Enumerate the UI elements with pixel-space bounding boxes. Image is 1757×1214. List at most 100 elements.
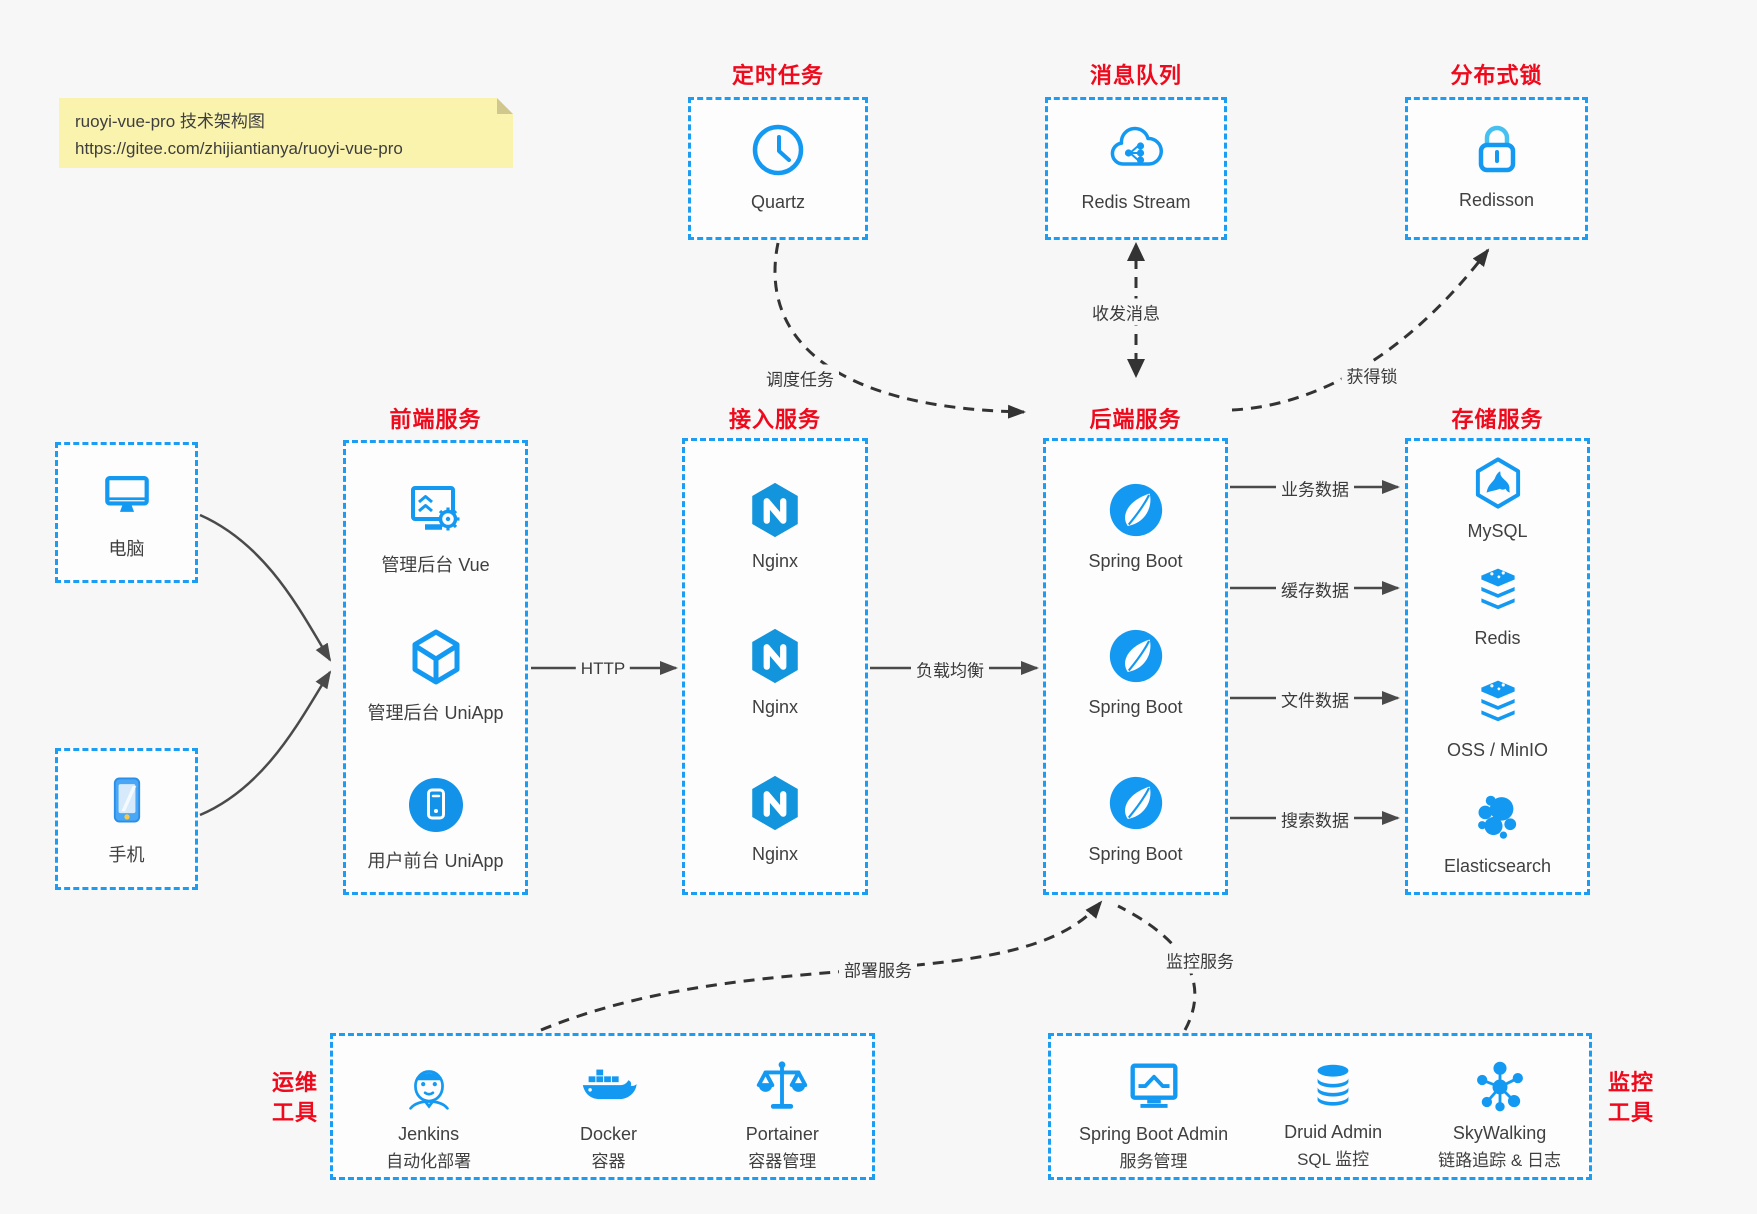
devops-item-docker: Docker 容器 xyxy=(577,1056,639,1172)
monitor-item-skywalking: SkyWalking 链路追踪 & 日志 xyxy=(1438,1057,1561,1171)
cube-icon xyxy=(404,625,468,689)
clock-icon xyxy=(746,118,810,182)
sticky-note: ruoyi-vue-pro 技术架构图 https://gitee.com/zh… xyxy=(59,98,513,168)
tool-desc: 链路追踪 & 日志 xyxy=(1438,1150,1561,1170)
node-label: 管理后台 UniApp xyxy=(367,703,504,723)
box-devops: Jenkins 自动化部署 Docker 容器 Portainer 容器管理 xyxy=(330,1033,875,1180)
box-lock: Redisson xyxy=(1405,97,1588,240)
box-gateway: Nginx Nginx Nginx xyxy=(682,438,868,895)
group-title-lock: 分布式锁 xyxy=(1450,63,1543,88)
edge-phone-frontend xyxy=(199,670,332,817)
box-backend: Spring Boot Spring Boot Spring Boot xyxy=(1043,438,1228,895)
mysql-dolphin-icon xyxy=(1470,455,1526,511)
node-label: Spring Boot xyxy=(1088,844,1183,864)
edge-label-search-data: 搜索数据 xyxy=(1276,805,1354,833)
tool-name: Spring Boot Admin xyxy=(1079,1123,1229,1144)
group-title-backend: 后端服务 xyxy=(1089,407,1182,432)
circle-phone-icon xyxy=(404,773,468,837)
admin-monitor-gear-icon xyxy=(404,477,468,541)
node-label: MySQL xyxy=(1467,521,1528,541)
edge-label-monitoring: 监控服务 xyxy=(1161,946,1239,974)
tool-desc: 服务管理 xyxy=(1119,1151,1188,1171)
es-cluster-icon xyxy=(1469,788,1527,846)
monitor-item-druid: Druid Admin SQL 监控 xyxy=(1284,1058,1382,1170)
box-frontend: 管理后台 Vue 管理后台 UniApp 用户前台 UniApp xyxy=(343,440,528,895)
tool-name: Druid Admin xyxy=(1284,1121,1383,1142)
edge-label-biz-data: 业务数据 xyxy=(1276,474,1354,502)
mobile-phone-icon xyxy=(97,769,157,831)
node-label: Redis xyxy=(1474,628,1521,648)
desktop-icon xyxy=(97,465,157,525)
edge-label-schedule: 调度任务 xyxy=(761,364,839,392)
box-pc: 电脑 xyxy=(55,442,198,583)
edge-pc-frontend xyxy=(199,513,332,662)
nginx-icon xyxy=(744,772,806,834)
tool-desc: SQL 监控 xyxy=(1297,1149,1370,1169)
box-mq: Redis Stream xyxy=(1045,97,1227,240)
tool-name: Docker xyxy=(579,1123,637,1144)
redis-stack-icon xyxy=(1470,674,1526,730)
note-url: https://gitee.com/zhijiantianya/ruoyi-vu… xyxy=(75,139,403,159)
lock-icon xyxy=(1465,116,1529,180)
monitor-item-sba: Spring Boot Admin 服务管理 xyxy=(1079,1056,1228,1172)
note-fold-corner xyxy=(497,98,513,114)
spring-leaf-icon xyxy=(1105,625,1167,687)
tool-name: Jenkins xyxy=(398,1123,460,1144)
edge-message-arrow-up xyxy=(1127,242,1145,261)
node-label: 管理后台 Vue xyxy=(381,555,490,575)
group-title-monitor: 监控 工具 xyxy=(1608,1070,1655,1125)
node-label: 手机 xyxy=(108,845,145,865)
nginx-icon xyxy=(744,479,806,541)
tool-name: Portainer xyxy=(745,1123,819,1144)
edge-label-deploy: 部署服务 xyxy=(839,955,917,983)
edge-deploy xyxy=(540,900,1103,1032)
docker-whale-icon xyxy=(577,1056,639,1118)
box-phone: 手机 xyxy=(55,748,198,890)
edge-label-http: HTTP xyxy=(575,658,631,680)
node-label: Redis Stream xyxy=(1081,192,1191,212)
group-title-mq: 消息队列 xyxy=(1089,63,1182,88)
edge-label-message: 收发消息 xyxy=(1087,298,1165,326)
group-title-devops: 运维 工具 xyxy=(271,1070,318,1125)
devops-item-portainer: Portainer 容器管理 xyxy=(746,1056,819,1172)
node-label: Nginx xyxy=(751,697,799,717)
note-title: ruoyi-vue-pro 技术架构图 xyxy=(75,112,265,131)
cloud-stream-icon xyxy=(1104,118,1168,182)
database-icon xyxy=(1304,1058,1362,1116)
tool-desc: 自动化部署 xyxy=(386,1151,472,1171)
edge-label-file-data: 文件数据 xyxy=(1276,685,1354,713)
node-label: Spring Boot xyxy=(1088,551,1183,571)
monitor-pulse-icon xyxy=(1123,1056,1185,1118)
tool-name: SkyWalking xyxy=(1452,1122,1547,1143)
group-title-storage: 存储服务 xyxy=(1451,407,1544,432)
spring-leaf-icon xyxy=(1105,479,1167,541)
node-label: OSS / MinIO xyxy=(1446,740,1549,760)
node-label: Nginx xyxy=(751,551,799,571)
group-title-frontend: 前端服务 xyxy=(389,407,482,432)
spring-leaf-icon xyxy=(1105,772,1167,834)
redis-stack-icon xyxy=(1470,562,1526,618)
node-label: Elasticsearch xyxy=(1443,856,1552,876)
box-scheduler: Quartz xyxy=(688,97,868,240)
devops-item-jenkins: Jenkins 自动化部署 xyxy=(386,1056,471,1172)
nginx-icon xyxy=(744,625,806,687)
node-label: Spring Boot xyxy=(1088,697,1183,717)
tool-desc: 容器 xyxy=(591,1151,626,1171)
edge-label-get-lock: 获得锁 xyxy=(1341,361,1403,389)
node-label: Redisson xyxy=(1458,190,1535,210)
group-title-scheduler: 定时任务 xyxy=(731,63,824,88)
box-storage: MySQL Redis OSS / MinIO Elasticsearch xyxy=(1405,438,1590,895)
node-label: 电脑 xyxy=(108,539,145,559)
scales-icon xyxy=(751,1056,813,1118)
molecule-icon xyxy=(1470,1057,1530,1117)
node-label: Quartz xyxy=(750,192,806,212)
edge-label-load-balance: 负载均衡 xyxy=(911,655,989,683)
group-title-gateway: 接入服务 xyxy=(728,407,821,432)
jenkins-butler-icon xyxy=(398,1056,460,1118)
box-monitor: Spring Boot Admin 服务管理 Druid Admin SQL 监… xyxy=(1048,1033,1592,1180)
node-label: Nginx xyxy=(751,844,799,864)
edge-label-cache-data: 缓存数据 xyxy=(1276,575,1354,603)
edge-message-arrow-down xyxy=(1127,359,1145,378)
tool-desc: 容器管理 xyxy=(748,1151,817,1171)
